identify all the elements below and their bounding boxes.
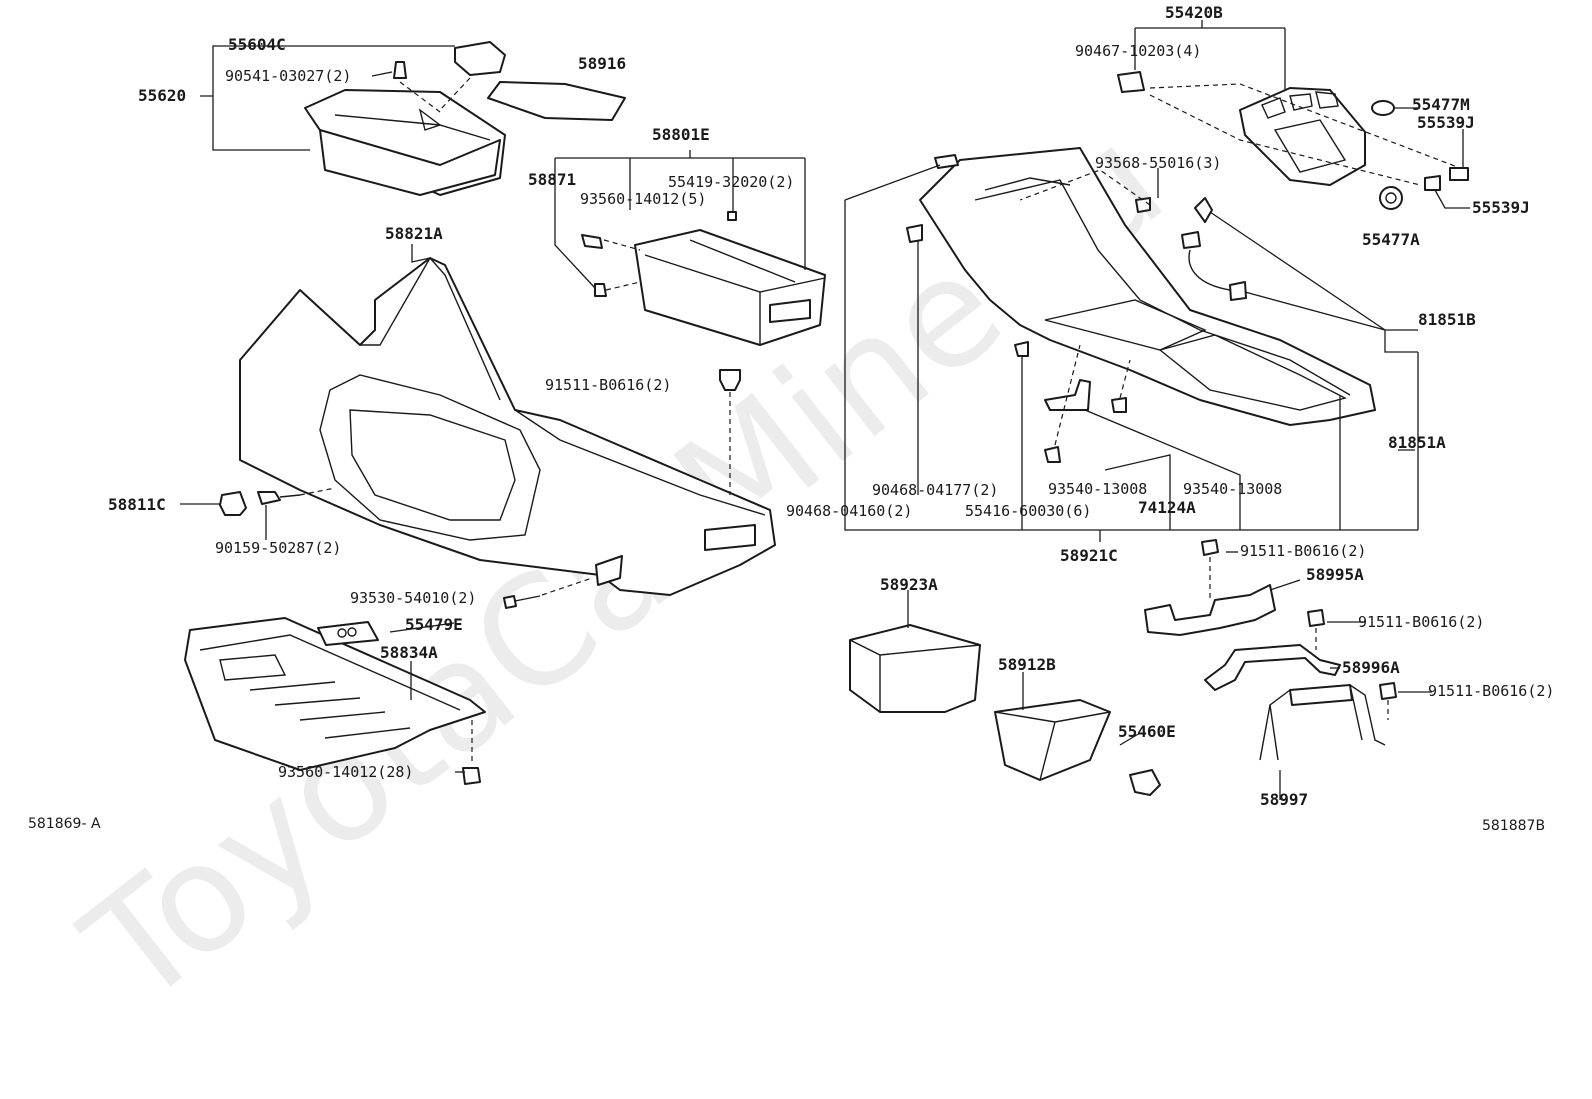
label-55539J-a: 55539J bbox=[1417, 113, 1475, 132]
bracket-58997 bbox=[1259, 684, 1386, 761]
bolt-91511-d bbox=[1379, 682, 1397, 700]
label-91511-B0616-a: 91511-B0616(2) bbox=[545, 376, 671, 394]
label-58834A: 58834A bbox=[380, 643, 438, 662]
label-58997: 58997 bbox=[1260, 790, 1308, 809]
label-55477M: 55477M bbox=[1412, 95, 1470, 114]
screw-90541 bbox=[393, 61, 407, 79]
label-90467-10203: 90467-10203(4) bbox=[1075, 42, 1201, 60]
clip-58871 bbox=[594, 283, 607, 297]
label-55479E: 55479E bbox=[405, 615, 463, 634]
cap-58811C bbox=[219, 491, 247, 516]
screw-93540-a bbox=[1044, 446, 1061, 463]
console-trim-58921C bbox=[919, 147, 1376, 426]
tray-58834A bbox=[184, 617, 486, 771]
bracket-58996A bbox=[1204, 644, 1341, 691]
screw-93560-b bbox=[462, 767, 481, 785]
clip-90467 bbox=[1117, 71, 1145, 93]
label-93560-14012-b: 93560-14012(28) bbox=[278, 763, 413, 781]
label-58912B: 58912B bbox=[998, 655, 1056, 674]
bolt-91511-b bbox=[1201, 539, 1219, 556]
label-58995A: 58995A bbox=[1306, 565, 1364, 584]
label-93540-13008-b: 93540-13008 bbox=[1183, 480, 1282, 498]
ring-55477A bbox=[1379, 186, 1403, 210]
screw-93540-b bbox=[1111, 397, 1127, 413]
label-90159-50287: 90159-50287(2) bbox=[215, 539, 341, 557]
label-93560-14012-a: 93560-14012(5) bbox=[580, 190, 706, 208]
label-58811C: 58811C bbox=[108, 495, 166, 514]
pocket-58912B bbox=[994, 699, 1111, 781]
label-58923A: 58923A bbox=[880, 575, 938, 594]
label-91511-B0616-b: 91511-B0616(2) bbox=[1240, 542, 1366, 560]
label-93530-54010: 93530-54010(2) bbox=[350, 589, 476, 607]
tray-58923A bbox=[849, 624, 981, 713]
label-93540-13008-a: 93540-13008 bbox=[1048, 480, 1147, 498]
label-55620: 55620 bbox=[138, 86, 186, 105]
label-81851B: 81851B bbox=[1418, 310, 1476, 329]
clip-55419 bbox=[727, 211, 737, 221]
label-55539J-b: 55539J bbox=[1472, 198, 1530, 217]
diagram-code-left: 581869- A bbox=[28, 816, 101, 832]
label-55419-32020: 55419-32020(2) bbox=[668, 173, 794, 191]
clip-55416 bbox=[1014, 341, 1029, 357]
bracket-74124A bbox=[1044, 379, 1091, 411]
clip-90468-a bbox=[906, 224, 923, 243]
clip-55460E bbox=[1129, 769, 1161, 796]
label-58921C: 58921C bbox=[1060, 546, 1118, 565]
console-box-lid-55620 bbox=[304, 89, 506, 196]
label-93568-55016: 93568-55016(3) bbox=[1095, 154, 1221, 172]
pad-58916 bbox=[487, 81, 626, 121]
leader-lines bbox=[180, 20, 1470, 800]
clip-55539J bbox=[1424, 167, 1469, 191]
screw-93560 bbox=[581, 234, 603, 249]
label-58821A: 58821A bbox=[385, 224, 443, 243]
screw-90159 bbox=[257, 491, 301, 505]
bracket-58995A bbox=[1144, 584, 1276, 636]
label-58916: 58916 bbox=[578, 54, 626, 73]
label-90541-03027: 90541-03027(2) bbox=[225, 67, 351, 85]
clip-top-58921C bbox=[934, 154, 959, 169]
label-58801E: 58801E bbox=[652, 125, 710, 144]
part-labels: 55604C 90541-03027(2) 55620 58916 58801E… bbox=[108, 3, 1554, 809]
cap-55477M bbox=[1371, 100, 1395, 116]
console-box-58801E bbox=[634, 229, 826, 346]
label-55460E: 55460E bbox=[1118, 722, 1176, 741]
label-90468-04177: 90468-04177(2) bbox=[872, 481, 998, 499]
bolt-91511-c bbox=[1307, 609, 1325, 627]
harness-81851B bbox=[1181, 197, 1247, 301]
screw-93530 bbox=[503, 595, 541, 609]
label-58996A: 58996A bbox=[1342, 658, 1400, 677]
label-55477A: 55477A bbox=[1362, 230, 1420, 249]
label-90468-04160: 90468-04160(2) bbox=[786, 502, 912, 520]
panel-55479E bbox=[317, 621, 379, 646]
bolt-91511-a bbox=[719, 369, 741, 391]
label-55416-60030: 55416-60030(6) bbox=[965, 502, 1091, 520]
label-91511-B0616-c: 91511-B0616(2) bbox=[1358, 613, 1484, 631]
label-91511-B0616-d: 91511-B0616(2) bbox=[1428, 682, 1554, 700]
label-74124A: 74124A bbox=[1138, 498, 1196, 517]
label-81851A: 81851A bbox=[1388, 433, 1446, 452]
label-58871: 58871 bbox=[528, 170, 576, 189]
screw-93568 bbox=[1135, 197, 1151, 213]
diagram-code-right: 581887B bbox=[1482, 818, 1545, 834]
shift-bezel-55420B bbox=[1239, 87, 1366, 186]
label-55420B: 55420B bbox=[1165, 3, 1223, 22]
console-body-58821A bbox=[239, 257, 776, 596]
label-55604C: 55604C bbox=[228, 35, 286, 54]
hinge-cover-55604C bbox=[454, 41, 506, 76]
